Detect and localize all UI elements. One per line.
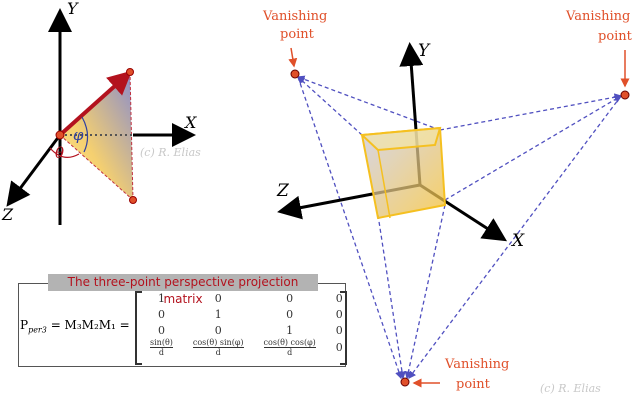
fraction: sin(θ)d bbox=[150, 338, 173, 357]
lhs-equals: = M₃M₂M₁ = bbox=[50, 318, 130, 332]
z-label: Z bbox=[1, 205, 14, 224]
matrix-cell: 0 bbox=[214, 323, 222, 337]
direction-arrow bbox=[58, 70, 132, 137]
matrix-cell: 1 bbox=[157, 291, 165, 305]
vp-label-3b: point bbox=[456, 377, 491, 392]
lhs-base: P bbox=[20, 318, 29, 332]
theta-label: θ bbox=[55, 144, 64, 162]
x-label: X bbox=[183, 113, 197, 132]
matrix-cell: 0 bbox=[335, 323, 343, 337]
matrix-cell: 1 bbox=[286, 323, 294, 337]
x-label: X bbox=[510, 231, 525, 251]
matrix-cell: 0 bbox=[286, 291, 294, 305]
lhs-sub: per3 bbox=[28, 325, 47, 335]
matrix-table: 1 0 0 0 0 1 0 0 0 0 1 0 sin(θ)d cos(θ) sin(φ)d co… bbox=[140, 290, 353, 357]
phi-label: φ bbox=[73, 126, 84, 144]
matrix-row: sin(θ)d cos(θ) sin(φ)d cos(θ) cos(φ)d 0 bbox=[140, 338, 353, 357]
vp-label-1: Vanishing bbox=[262, 9, 327, 24]
origin-dot bbox=[55, 130, 65, 140]
matrix-title: The three-point perspective projection m… bbox=[48, 274, 318, 306]
vp-label-1b: point bbox=[280, 27, 315, 42]
matrix-row: 0 0 1 0 bbox=[140, 322, 353, 338]
matrix-cell: 0 bbox=[335, 341, 343, 354]
z-label: Z bbox=[276, 181, 290, 201]
matrix-cell: 0 bbox=[335, 307, 343, 321]
matrix-lhs: Pper3 = M₃M₂M₁ = bbox=[20, 318, 130, 334]
projection-lines bbox=[296, 75, 623, 380]
vp-label-2b: point bbox=[598, 29, 633, 44]
base-line bbox=[59, 134, 134, 201]
vp-label-2: Vanishing bbox=[565, 9, 630, 24]
y-label: Y bbox=[418, 41, 431, 61]
vanishing-points bbox=[290, 69, 630, 387]
matrix-cell: 0 bbox=[335, 291, 343, 305]
matrix-cell: 0 bbox=[157, 307, 165, 321]
y-label: Y bbox=[67, 0, 79, 18]
fraction: cos(θ) sin(φ)d bbox=[192, 338, 244, 357]
right-diagram: Vanishing point Vanishing point Vanishin… bbox=[262, 9, 633, 395]
matrix-row: 0 1 0 0 bbox=[140, 306, 353, 322]
projected-dot bbox=[129, 196, 137, 204]
matrix-cell: 0 bbox=[157, 323, 165, 337]
vp-label-3: Vanishing bbox=[444, 357, 509, 372]
matrix-row: 1 0 0 0 bbox=[140, 290, 353, 306]
point-dot bbox=[126, 68, 134, 76]
left-diagram: Y X Z θ φ (c) R. Elias bbox=[1, 0, 201, 225]
cube bbox=[359, 126, 447, 220]
fraction: cos(θ) cos(φ)d bbox=[263, 338, 316, 357]
matrix-cell: 0 bbox=[214, 291, 222, 305]
z-axis bbox=[6, 134, 62, 207]
matrix-cell: 0 bbox=[286, 307, 294, 321]
watermark: (c) R. Elias bbox=[140, 146, 201, 159]
left-bracket bbox=[135, 291, 142, 365]
phi-arc bbox=[81, 116, 89, 153]
theta-arc bbox=[49, 147, 80, 158]
watermark: (c) R. Elias bbox=[540, 382, 601, 395]
matrix-cell: 1 bbox=[214, 307, 222, 321]
right-bracket bbox=[340, 291, 347, 365]
